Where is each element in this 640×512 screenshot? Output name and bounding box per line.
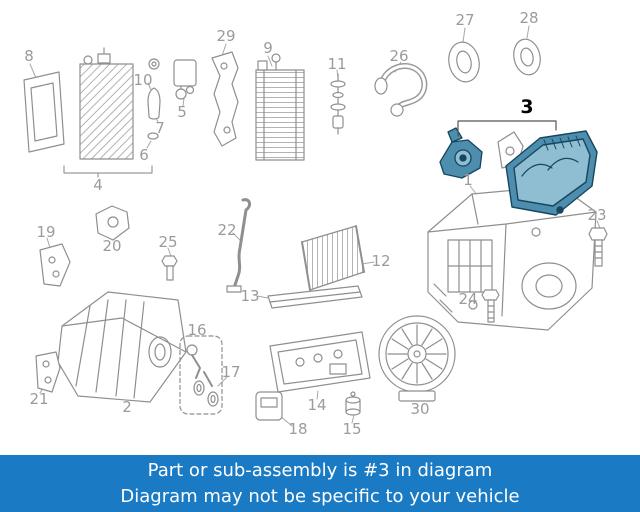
part-17-rings xyxy=(193,380,219,407)
part-16-linkage-group xyxy=(179,335,223,415)
callout-28: 28 xyxy=(519,9,539,27)
part-14-tray xyxy=(269,331,371,393)
callout-22: 22 xyxy=(217,221,237,239)
part-5-valve xyxy=(173,59,197,100)
part-18-block xyxy=(255,391,283,421)
part-2-lower-housing xyxy=(57,291,187,403)
part-29-bracket xyxy=(211,51,239,147)
part-24-bolt xyxy=(481,289,500,323)
callout-12: 12 xyxy=(371,252,391,270)
part-4-evaporator xyxy=(79,47,134,160)
part-25-bolt xyxy=(161,255,178,281)
callout-13: 13 xyxy=(240,287,260,305)
callout-7: 7 xyxy=(155,119,165,137)
part-13-strip xyxy=(267,285,363,309)
part-3-connector-highlighted xyxy=(439,127,483,179)
part-3-cover-highlighted xyxy=(505,130,598,216)
part-19-bracket xyxy=(39,243,71,287)
callout-19: 19 xyxy=(36,223,56,241)
callout-20: 20 xyxy=(102,237,122,255)
diagram-canvas xyxy=(23,25,608,427)
part-10-ring xyxy=(148,58,160,70)
banner-line-2: Diagram may not be specific to your vehi… xyxy=(120,485,520,507)
part-11-stud-washers xyxy=(330,73,346,135)
callout-5: 5 xyxy=(177,103,187,121)
callout-6: 6 xyxy=(139,146,149,164)
callout-29: 29 xyxy=(216,27,236,45)
callout-27: 27 xyxy=(455,11,475,29)
callout-26: 26 xyxy=(389,47,409,65)
part-8-frame xyxy=(23,71,65,153)
callout-14: 14 xyxy=(307,396,327,414)
part-12-filter xyxy=(301,225,365,291)
part-20-mount xyxy=(95,205,130,241)
callout-21: 21 xyxy=(29,390,49,408)
part-27-grommet xyxy=(448,41,480,83)
part-1-housing xyxy=(427,185,597,331)
info-banner: Part or sub-assembly is #3 in diagram Di… xyxy=(0,455,640,512)
callout-17: 17 xyxy=(221,363,241,381)
part-28-grommet xyxy=(513,38,541,76)
callout-11: 11 xyxy=(327,55,347,73)
part-15-cap xyxy=(345,391,361,416)
callout-4: 4 xyxy=(93,176,103,194)
banner-line-1: Part or sub-assembly is #3 in diagram xyxy=(147,459,493,481)
callout-23: 23 xyxy=(587,206,607,224)
part-22-rod xyxy=(226,198,252,293)
callout-15: 15 xyxy=(342,420,362,438)
bracket-3 xyxy=(457,120,557,137)
callout-2: 2 xyxy=(122,398,132,416)
part-6-oring xyxy=(147,132,159,140)
callout-18: 18 xyxy=(288,420,308,438)
callout-9: 9 xyxy=(263,39,273,57)
part-30-blower-motor xyxy=(378,315,456,402)
part-23-bolt xyxy=(588,227,608,267)
callout-8: 8 xyxy=(24,47,34,65)
callout-24: 24 xyxy=(458,290,478,308)
callout-10: 10 xyxy=(133,71,153,89)
callout-30: 30 xyxy=(410,400,430,418)
part-9-heater-core xyxy=(255,53,305,161)
callout-16: 16 xyxy=(187,321,207,339)
bracket-4 xyxy=(63,165,153,178)
parts-diagram: 8 29 9 11 27 28 26 10 5 7 6 3 4 1 23 19 … xyxy=(23,9,608,438)
part-7-bell-seal xyxy=(147,87,161,120)
callout-1: 1 xyxy=(463,171,473,189)
callout-25: 25 xyxy=(158,233,178,251)
part-21-bracket xyxy=(35,351,61,393)
callout-3-highlighted: 3 xyxy=(520,96,534,118)
part-26-pipe xyxy=(374,63,428,117)
